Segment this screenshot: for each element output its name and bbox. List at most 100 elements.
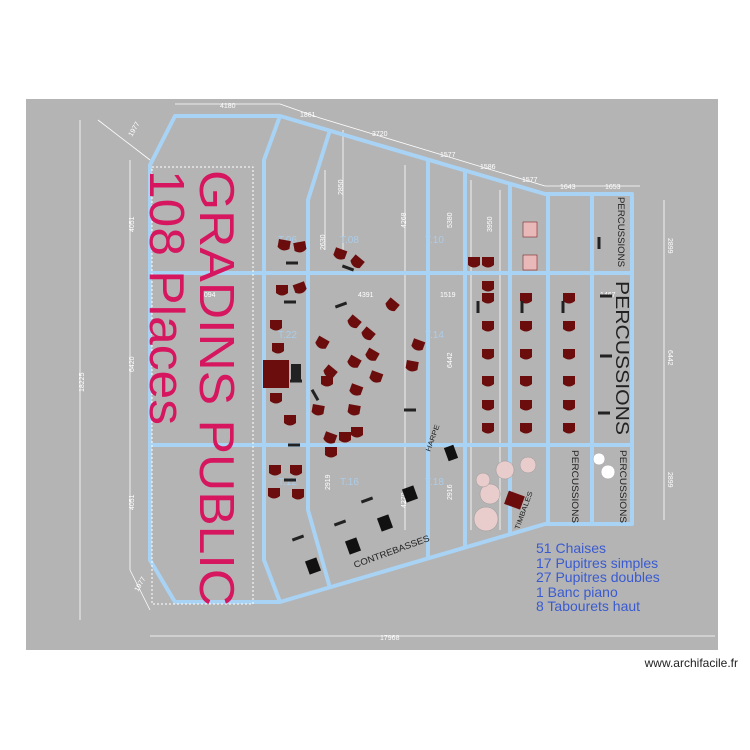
music-stand-icon xyxy=(334,301,348,309)
chair-icon xyxy=(482,281,494,292)
dim-inner-low-3: 2916 xyxy=(447,484,454,500)
chair-icon xyxy=(520,321,532,332)
label-percussions-bottom-right: PERCUSSIONS xyxy=(618,450,628,523)
chair-icon xyxy=(563,349,575,360)
dim-top-8: 1653 xyxy=(605,184,621,191)
chair-icon xyxy=(292,489,304,500)
dim-inner-2: 2850 xyxy=(338,179,345,195)
gradins-zone xyxy=(151,166,254,605)
chair-icon xyxy=(563,376,575,387)
dim-inner-3: 4268 xyxy=(401,212,408,228)
dim-inner-4: 5380 xyxy=(447,212,454,228)
chair-icon xyxy=(270,393,282,404)
label-percussions-main: PERCUSSIONS xyxy=(612,281,632,435)
piano-bench xyxy=(263,360,289,388)
music-stand-icon xyxy=(288,443,300,447)
music-stand-icon xyxy=(600,354,612,358)
chair-icon xyxy=(349,383,364,396)
dim-top-6: 1577 xyxy=(522,177,538,184)
dim-left-3: 4051 xyxy=(129,494,136,510)
timbales-group xyxy=(473,456,537,532)
chair-icon xyxy=(482,321,494,332)
chair-icon xyxy=(563,321,575,332)
chair-icon xyxy=(276,285,288,296)
legend-item: 51 Chaises xyxy=(536,540,607,556)
chair-icon xyxy=(347,314,362,329)
piano-stool xyxy=(291,364,301,380)
chair-icon xyxy=(293,241,307,253)
contrebasses-stands xyxy=(304,444,459,575)
chair-icon xyxy=(321,376,333,387)
legend-item: 1 Banc piano xyxy=(536,583,618,600)
music-stand-icon xyxy=(597,237,601,249)
dim-left-1: 4051 xyxy=(129,216,136,232)
chair-icon xyxy=(272,343,284,354)
dim-left-2: 6420 xyxy=(129,356,136,372)
chair-icon xyxy=(315,335,330,349)
chair-icon xyxy=(361,326,376,341)
music-stand-icon xyxy=(561,301,565,313)
chair-icon xyxy=(365,347,380,361)
chair-icon xyxy=(482,423,494,434)
pink-stool-1 xyxy=(522,221,538,238)
dim-top-3: 3720 xyxy=(372,131,388,138)
chair-icon xyxy=(520,349,532,360)
tabourets xyxy=(592,452,616,480)
svg-text:T.08: T.08 xyxy=(340,235,359,246)
dim-right-2: 6442 xyxy=(666,350,673,366)
music-stand-icon xyxy=(600,294,612,298)
dim-inner-5: 3950 xyxy=(487,216,494,232)
chair-icon xyxy=(563,423,575,434)
svg-text:T.16: T.16 xyxy=(340,477,359,488)
dim-inner-low-1: 2919 xyxy=(325,474,332,490)
chair-icon xyxy=(520,376,532,387)
chair-icon xyxy=(468,257,480,268)
chair-icon xyxy=(482,349,494,360)
dim-bottom-total: 17968 xyxy=(380,635,400,642)
chair-icon xyxy=(385,297,400,312)
chair-icon xyxy=(277,239,291,251)
dim-top-1: 4180 xyxy=(220,103,236,110)
legend-item: 27 Pupitres doubles xyxy=(536,569,660,585)
dimension-lines xyxy=(79,103,715,637)
chair-icon xyxy=(268,488,280,499)
dim-top-5: 1586 xyxy=(480,164,496,171)
dim-left-total: 18225 xyxy=(79,372,86,392)
svg-text:T.12: T.12 xyxy=(278,477,297,488)
music-stand-icon xyxy=(341,264,355,272)
chair-icon xyxy=(482,400,494,411)
dim-right-3: 2899 xyxy=(666,472,673,488)
dim-mid-3: 1519 xyxy=(440,292,456,299)
chair-icon xyxy=(311,404,325,416)
dim-inner-low-2: 4270 xyxy=(401,492,408,508)
dim-inner-mid: 6442 xyxy=(447,352,454,368)
music-stand-icon xyxy=(333,519,347,527)
music-stand-icon xyxy=(284,300,296,304)
chair-icon xyxy=(411,338,426,351)
svg-text:T.22: T.22 xyxy=(278,330,297,341)
music-stand-icon xyxy=(310,389,320,401)
chair-icon xyxy=(323,364,338,379)
chair-icon xyxy=(323,431,338,444)
dim-inner-1: 2630 xyxy=(320,234,327,250)
chair-icon xyxy=(520,400,532,411)
music-stand-icon xyxy=(291,534,305,542)
chair-icon xyxy=(347,354,362,368)
dim-top-2: 1861 xyxy=(300,112,316,119)
dim-top-4: 1577 xyxy=(440,152,456,159)
chair-icon xyxy=(482,293,494,304)
svg-text:T.06: T.06 xyxy=(278,235,297,246)
chair-icon xyxy=(339,432,351,443)
music-stand-icon xyxy=(290,379,302,383)
chair-icon xyxy=(270,320,282,331)
chair-icon xyxy=(292,281,307,294)
chair-icon xyxy=(405,360,419,372)
dim-top-7: 1643 xyxy=(560,184,576,191)
pink-stool-2 xyxy=(522,254,538,271)
music-stand-icon xyxy=(598,411,610,415)
watermark: www.archifacile.fr xyxy=(644,656,738,670)
chair-icon xyxy=(284,415,296,426)
label-percussions-top: PERCUSSIONS xyxy=(616,197,626,267)
